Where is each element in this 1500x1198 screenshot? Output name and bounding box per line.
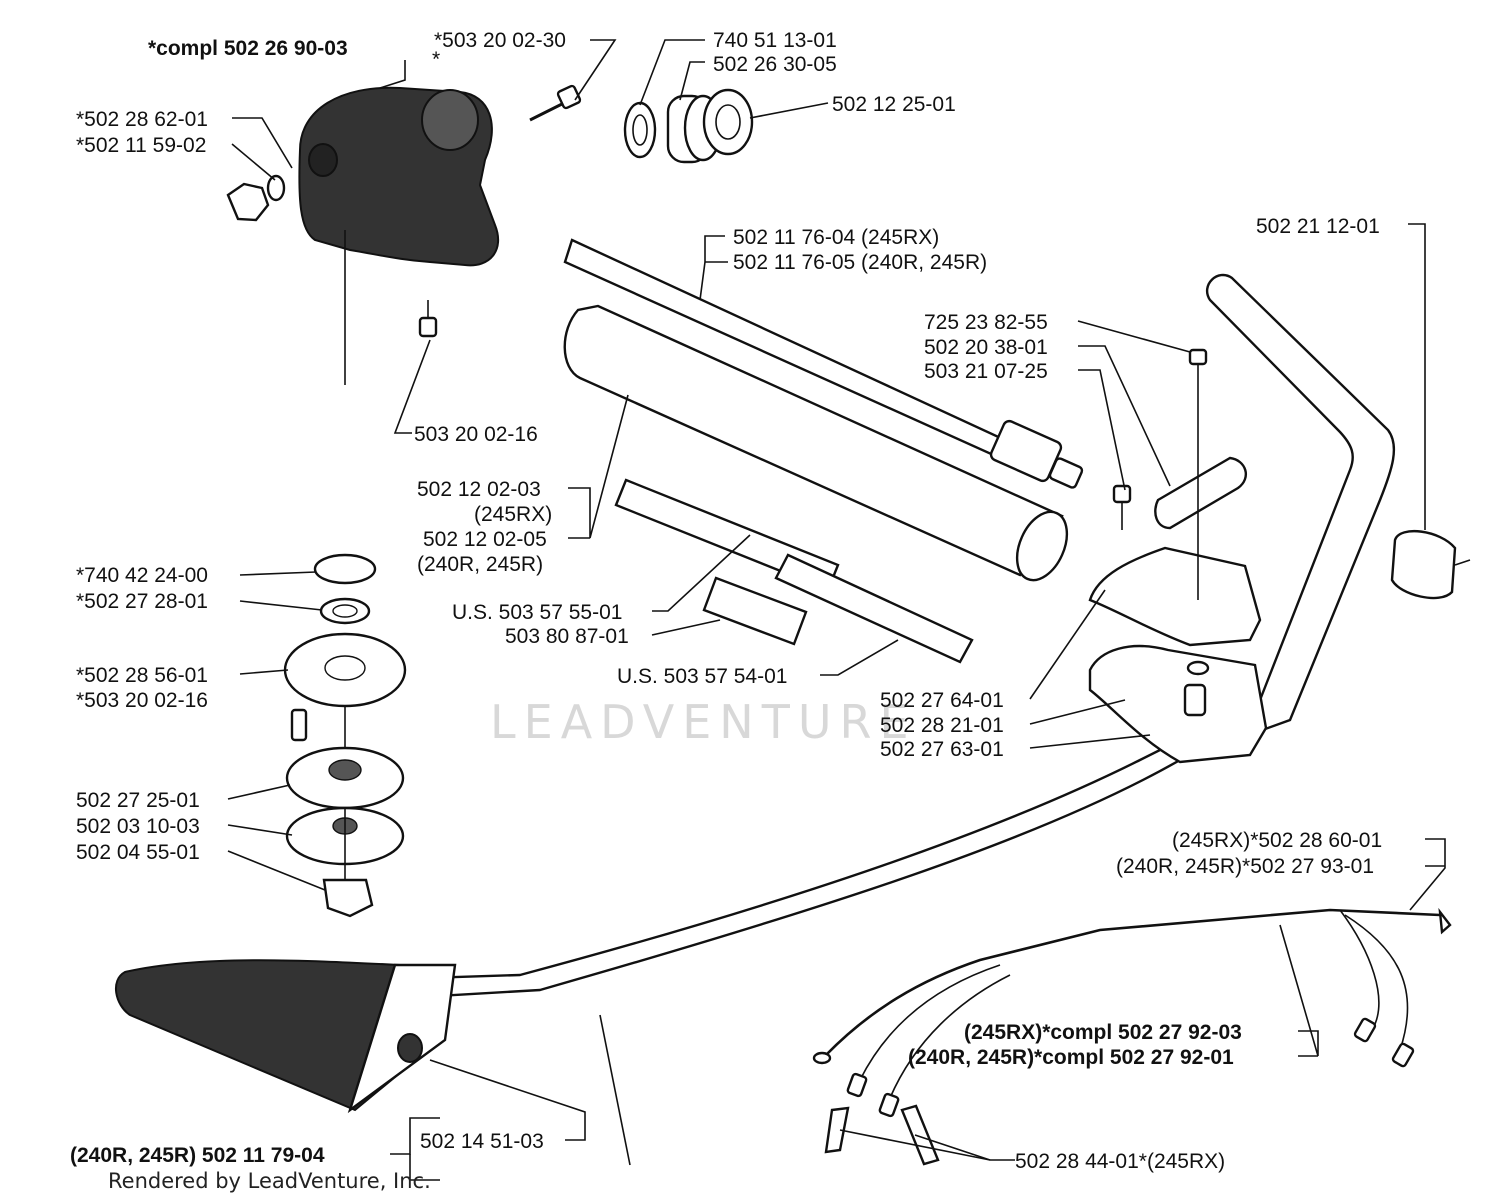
connector-part [824,1104,940,1166]
label-us503575501: U.S. 503 57 55-01 [452,601,622,624]
label-compl-head: *compl 502 26 90-03 [148,37,348,60]
label-740511301: 740 51 13-01 [713,29,837,52]
clamp-screw-part [1112,484,1132,530]
label-502272501: 502 27 25-01 [76,789,200,812]
label-740422400: *740 42 24-00 [76,564,208,587]
screw-small-part [418,300,438,338]
label-star: * [432,48,440,71]
render-credit: Rendered by LeadVenture, Inc. [108,1169,431,1193]
label-502284401: 502 28 44-01*(245RX) [1015,1150,1225,1173]
drive-disc-part [285,746,405,810]
seal-part [623,101,657,159]
part-labels: *compl 502 26 90-03 * *503 20 02-30 740 … [70,29,1382,1173]
label-503200230: *503 20 02-30 [434,29,566,52]
label-502286001: (245RX)*502 28 60-01 [1172,829,1382,852]
support-flange-part [283,632,407,708]
label-compl-279203: (245RX)*compl 502 27 92-03 [964,1021,1242,1044]
flange-screw-part [290,708,308,742]
gear-housing-part [298,86,500,267]
label-502120203: 502 12 02-03 [417,478,541,501]
label-502282101: 502 28 21-01 [880,714,1004,737]
label-503200216b: *503 20 02-16 [76,689,208,712]
label-502031003: 502 03 10-03 [76,815,200,838]
washer-thin-part [313,553,377,585]
label-502263005: 502 26 30-05 [713,53,837,76]
label-502211201: 502 21 12-01 [1256,215,1380,238]
wing-nut-part [1154,348,1248,600]
clamp-part [1088,546,1268,764]
label-us503575401: U.S. 503 57 54-01 [617,665,787,688]
label-502117604: 502 11 76-04 (245RX) [733,226,939,249]
bolt-part [226,174,286,222]
label-502045501: 502 04 55-01 [76,841,200,864]
label-compl-279201: (240R, 245R)*compl 502 27 92-01 [908,1046,1234,1069]
label-503808701: 503 80 87-01 [505,625,629,648]
label-502115902: *502 11 59-02 [76,134,206,157]
watermark: LEADVENTURE [490,695,917,749]
label-502203801: 502 20 38-01 [924,336,1048,359]
label-502276301: 502 27 63-01 [880,738,1004,761]
label-502145103: 502 14 51-03 [420,1130,544,1153]
drive-shaft-part [563,238,1084,489]
label-502120205: 502 12 02-05 [423,528,547,551]
grip-handle-part [115,959,457,1114]
label-502276401: 502 27 64-01 [880,689,1004,712]
label-725238255: 725 23 82-55 [924,311,1048,334]
label-502122501: 502 12 25-01 [832,93,956,116]
nut-part [322,878,374,918]
label-502117605: 502 11 76-05 (240R, 245R) [733,251,987,274]
label-502272801: *502 27 28-01 [76,590,208,613]
wire-harness-part [812,907,1452,1118]
label-502285601: *502 28 56-01 [76,664,208,687]
tube-part [563,304,1069,582]
label-240r245r: (240R, 245R) [417,553,543,576]
bearing-large-part [702,88,754,156]
washer-part [319,597,371,625]
knob-part [1390,530,1471,600]
label-245rx: (245RX) [474,503,552,526]
leader-lines [227,39,1446,1181]
screw-part [529,84,582,122]
label-502279301: (240R, 245R)*502 27 93-01 [1116,855,1374,878]
label-502286201: *502 28 62-01 [76,108,208,131]
label-503200216a: 503 20 02-16 [414,423,538,446]
label-502117904: (240R, 245R) 502 11 79-04 [70,1144,325,1167]
handlebar-part [198,273,1396,1012]
decal-part [614,478,974,664]
label-503210725: 503 21 07-25 [924,360,1048,383]
